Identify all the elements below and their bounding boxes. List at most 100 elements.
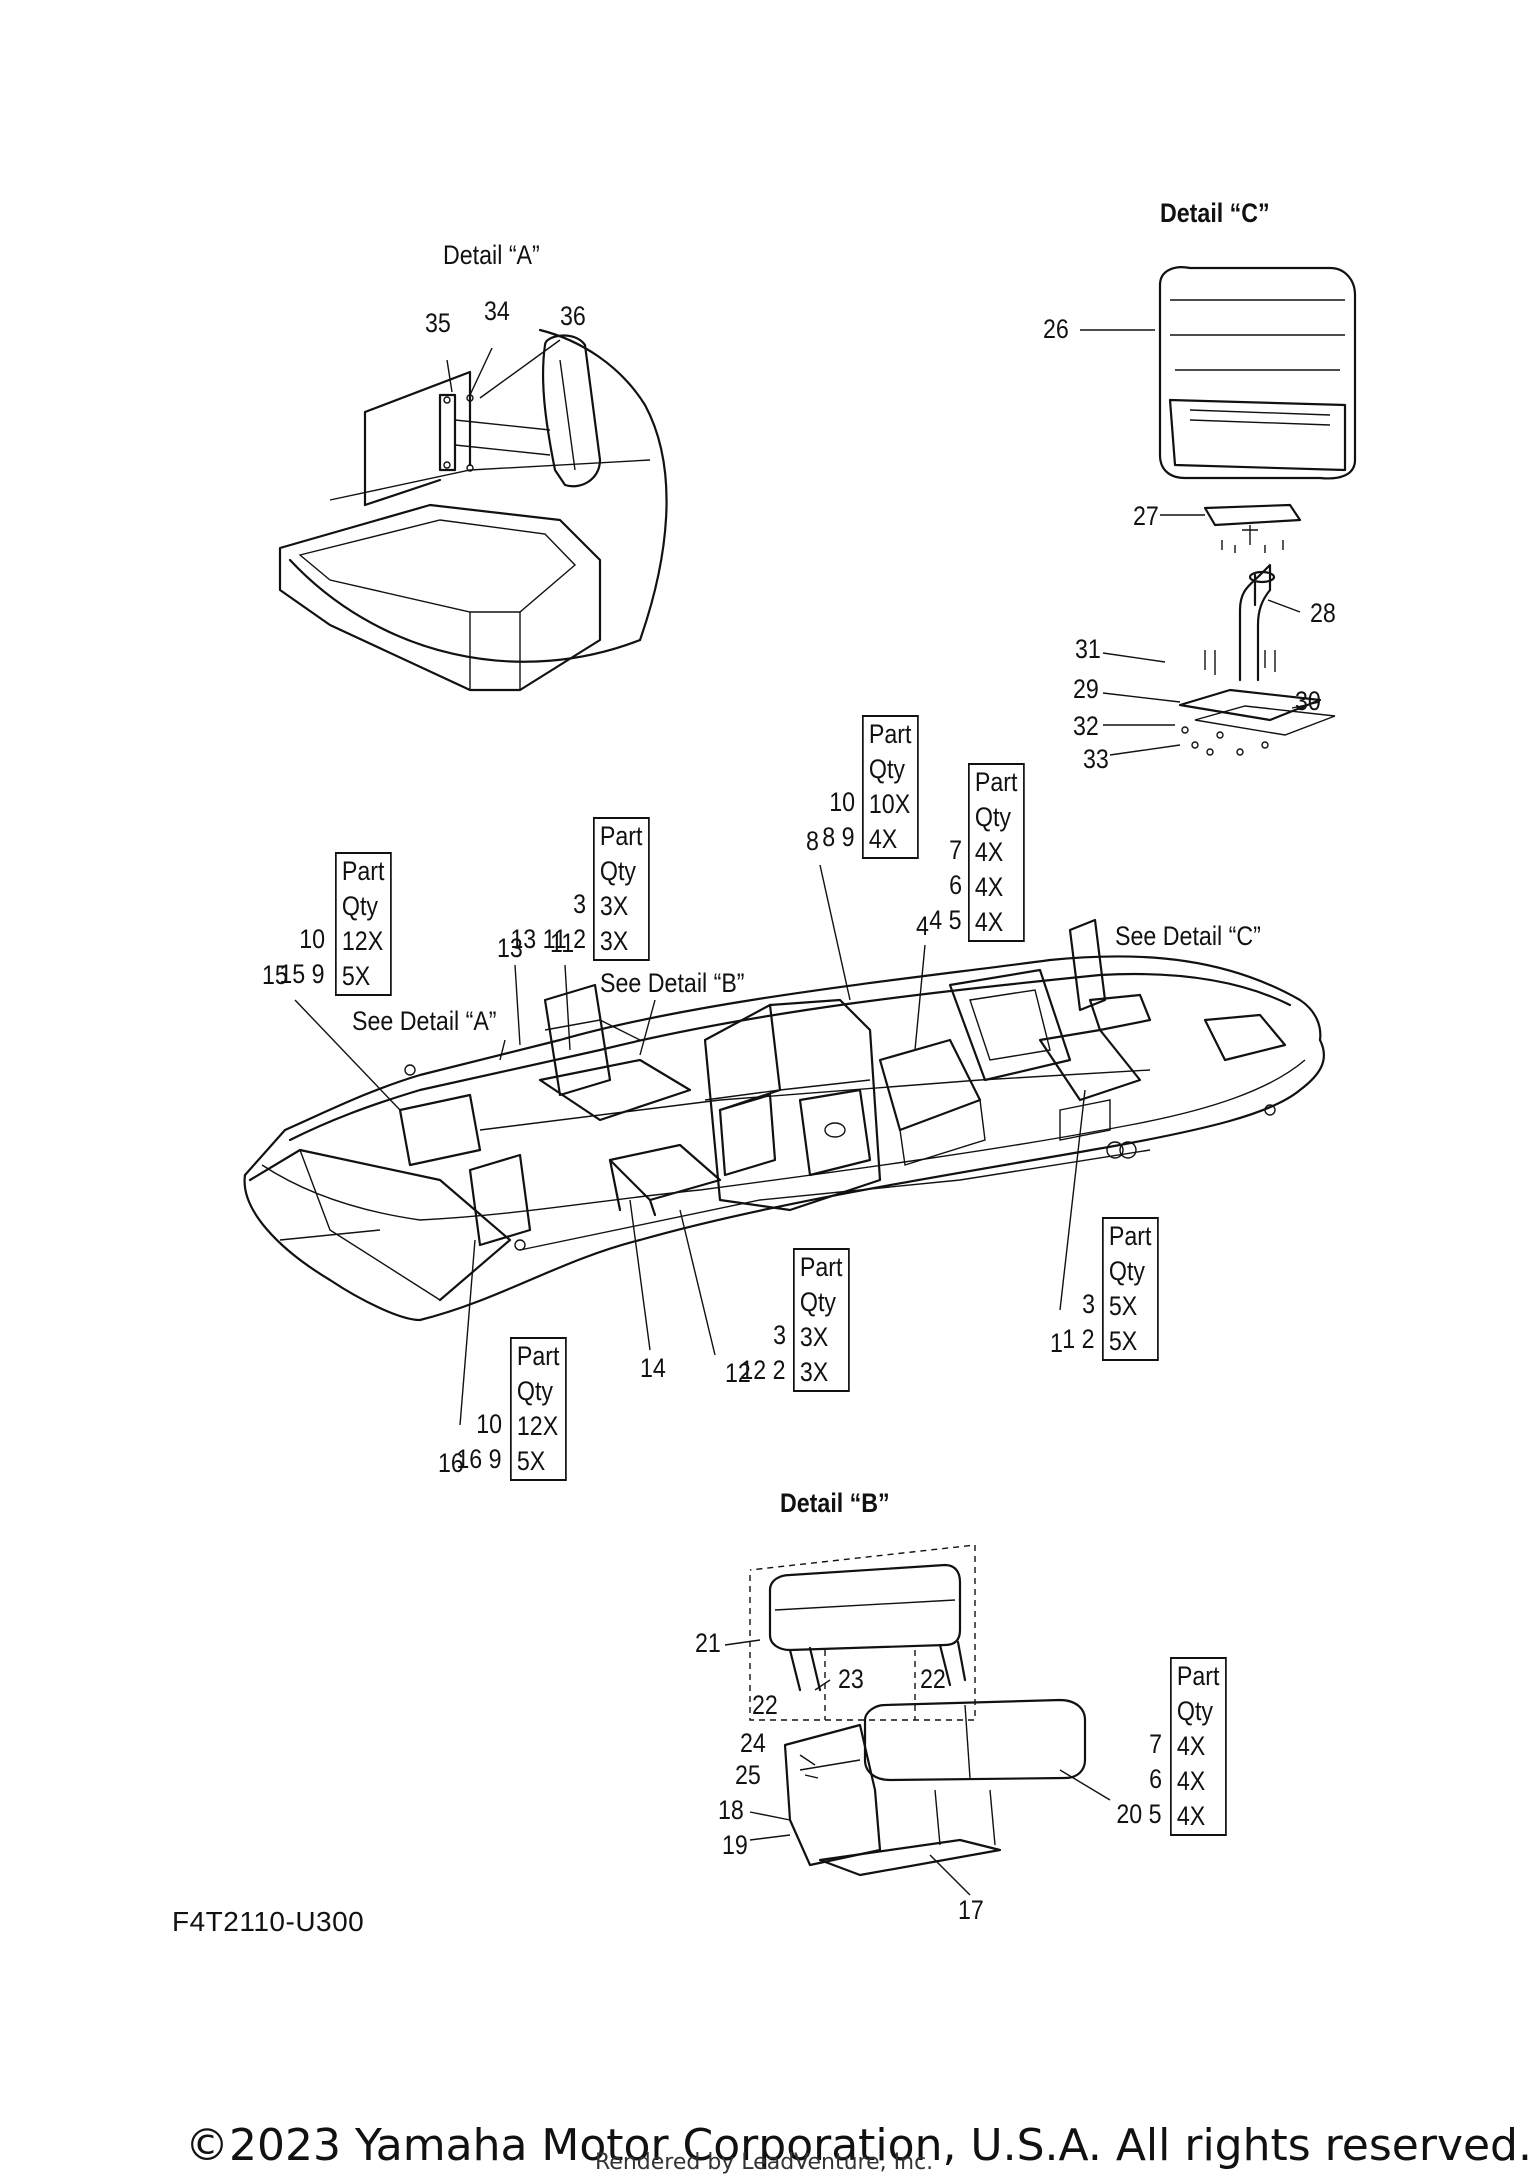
callout-21: 21 [695, 1628, 721, 1658]
callout-15: 15 [262, 960, 288, 990]
callout-8: 8 [806, 826, 819, 856]
boat-illustration [243, 864, 1325, 1426]
qty-table-3: Part Qty 10X 4X [862, 715, 919, 859]
callout-19: 19 [722, 1830, 748, 1860]
qty-parts: 6 [1149, 1764, 1162, 1794]
callout-18: 18 [718, 1795, 744, 1825]
qty-table-7: Part Qty 12X 5X [510, 1337, 567, 1481]
qty-header-qty: Qty [799, 1287, 837, 1317]
detail-b-illustration [724, 1544, 1111, 1896]
qty-value: 4X [974, 872, 1004, 902]
callout-13: 13 [497, 933, 523, 963]
qty-header-part: Part [799, 1252, 843, 1282]
qty-header-qty: Qty [516, 1376, 554, 1406]
callout-23: 23 [838, 1664, 864, 1694]
qty-header-part: Part [868, 719, 912, 749]
detail-a-illustration [278, 328, 668, 692]
qty-value: 5X [516, 1446, 546, 1476]
qty-value: 4X [974, 907, 1004, 937]
qty-header-qty: Qty [341, 891, 379, 921]
qty-table-8: Part Qty 4X 4X 4X [1170, 1657, 1227, 1836]
callout-29: 29 [1073, 674, 1099, 704]
qty-parts: 3 [1082, 1289, 1095, 1319]
callout-25: 25 [735, 1760, 761, 1790]
callout-22-right: 22 [920, 1664, 946, 1694]
qty-parts: 6 [949, 870, 962, 900]
callout-11: 11 [550, 928, 575, 958]
qty-header-qty: Qty [974, 802, 1012, 832]
callout-1: 1 [1050, 1328, 1063, 1358]
qty-parts: 10 [476, 1409, 502, 1439]
qty-value: 5X [341, 961, 371, 991]
qty-header-qty: Qty [868, 754, 906, 784]
callout-32: 32 [1073, 711, 1099, 741]
qty-table-4: Part Qty 4X 4X 4X [968, 763, 1025, 942]
qty-parts: 7 [949, 835, 962, 865]
callout-12: 12 [725, 1358, 751, 1388]
qty-value: 3X [599, 891, 629, 921]
figure-id: F4T2110-U300 [172, 1906, 365, 1937]
qty-parts: 12 2 [740, 1355, 786, 1385]
callout-24: 24 [740, 1728, 766, 1758]
qty-header-part: Part [1108, 1221, 1152, 1251]
callout-4: 4 [916, 911, 929, 941]
qty-parts: 10 [829, 787, 855, 817]
qty-value: 3X [799, 1357, 829, 1387]
qty-parts: 8 9 [822, 822, 855, 852]
qty-parts: 13 11 2 [510, 924, 586, 954]
qty-value: 4X [868, 824, 898, 854]
qty-parts: 1 2 [1062, 1324, 1095, 1354]
qty-value: 3X [799, 1322, 829, 1352]
qty-value: 5X [1108, 1291, 1138, 1321]
qty-table-1: Part Qty 12X 5X [335, 852, 392, 996]
qty-parts: 7 [1149, 1729, 1162, 1759]
callout-33: 33 [1083, 744, 1109, 774]
callout-30: 30 [1295, 686, 1321, 716]
qty-header-part: Part [1176, 1661, 1220, 1691]
callout-34: 34 [484, 296, 510, 326]
callout-35: 35 [425, 308, 451, 338]
qty-table-6: Part Qty 5X 5X [1102, 1217, 1159, 1361]
callout-36: 36 [560, 301, 586, 331]
qty-parts: 10 [299, 924, 325, 954]
qty-parts: 3 [773, 1320, 786, 1350]
copyright-notice: ©2023 Yamaha Motor Corporation, U.S.A. A… [185, 2120, 1532, 2171]
callout-28: 28 [1310, 598, 1336, 628]
see-detail-c: See Detail “C” [1115, 921, 1261, 951]
callout-17: 17 [958, 1895, 984, 1925]
detail-b-title: Detail “B” [780, 1488, 890, 1518]
qty-header-qty: Qty [1108, 1256, 1146, 1286]
qty-table-2: Part Qty 3X 3X [593, 817, 650, 961]
parts-diagram-artwork [243, 266, 1357, 1896]
detail-c-title: Detail “C” [1160, 198, 1270, 228]
qty-parts: 15 9 [279, 959, 325, 989]
qty-value: 4X [1176, 1766, 1206, 1796]
qty-parts: 4 5 [929, 905, 962, 935]
callout-22-left: 22 [752, 1690, 778, 1720]
qty-parts: 16 9 [456, 1444, 502, 1474]
qty-value: 3X [599, 926, 629, 956]
rendered-by-note: Rendered by LeadVenture, Inc. [595, 2150, 934, 2175]
callout-27: 27 [1133, 501, 1159, 531]
qty-header-part: Part [974, 767, 1018, 797]
qty-value: 4X [974, 837, 1004, 867]
qty-value: 12X [516, 1411, 559, 1441]
qty-value: 12X [341, 926, 384, 956]
qty-header-qty: Qty [1176, 1696, 1214, 1726]
callout-31: 31 [1075, 634, 1101, 664]
see-detail-a: See Detail “A” [352, 1006, 497, 1036]
qty-value: 4X [1176, 1801, 1206, 1831]
detail-c-illustration [1080, 266, 1357, 756]
callout-16: 16 [438, 1448, 464, 1478]
callout-14: 14 [640, 1353, 666, 1383]
callout-26: 26 [1043, 314, 1069, 344]
qty-parts: 3 [573, 889, 586, 919]
qty-value: 4X [1176, 1731, 1206, 1761]
qty-header-part: Part [516, 1341, 560, 1371]
qty-header-part: Part [341, 856, 385, 886]
qty-value: 10X [868, 789, 911, 819]
qty-parts: 20 5 [1116, 1799, 1162, 1829]
qty-value: 5X [1108, 1326, 1138, 1356]
detail-a-title: Detail “A” [443, 240, 540, 270]
see-detail-b: See Detail “B” [600, 968, 745, 998]
